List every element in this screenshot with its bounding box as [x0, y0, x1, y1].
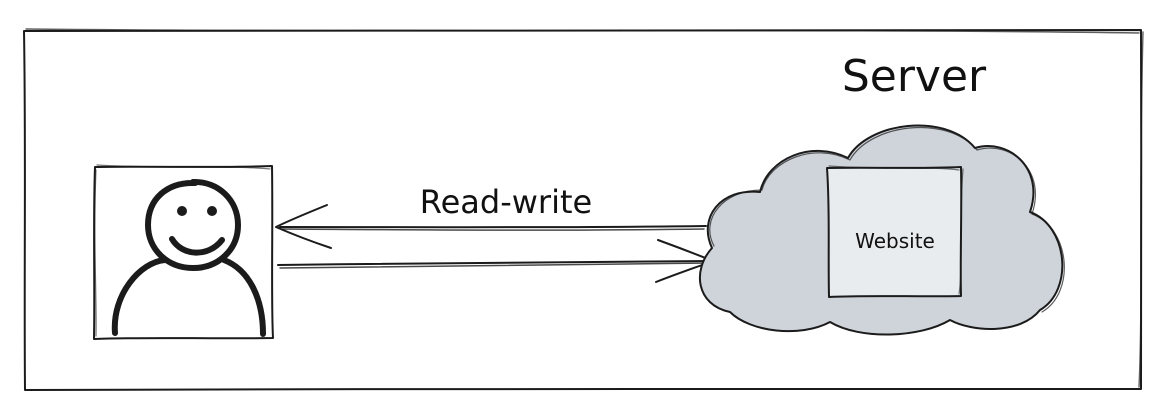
arrow-label: Read-write — [420, 183, 592, 221]
arrow-to-server — [277, 239, 714, 283]
website-label: Website — [855, 229, 935, 253]
arrow-to-user — [275, 204, 707, 249]
outer-frame — [23, 28, 1144, 391]
user-box — [93, 164, 274, 340]
website-box — [826, 165, 964, 298]
left-eye — [177, 206, 187, 216]
user-icon — [111, 178, 266, 337]
right-eye — [207, 206, 217, 216]
server-label: Server — [842, 51, 987, 102]
